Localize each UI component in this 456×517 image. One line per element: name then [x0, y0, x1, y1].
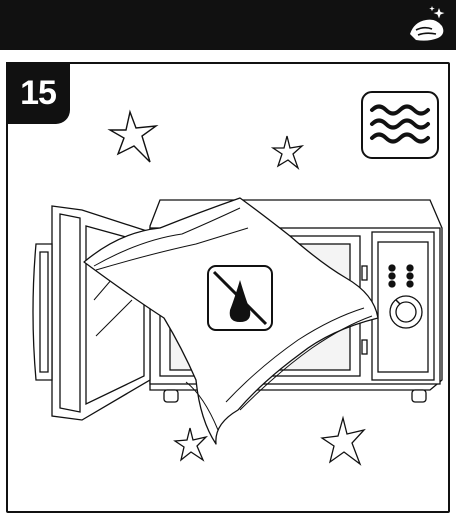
header-bar — [0, 0, 456, 50]
cleaning-sparkle-icon — [410, 6, 445, 41]
sparkle-icon — [173, 427, 209, 462]
sparkle-icon — [107, 109, 159, 163]
sparkle-icon — [320, 415, 366, 466]
step-number: 15 — [6, 62, 70, 124]
no-liquid-drop-icon — [207, 265, 273, 331]
microwave-waves-icon — [361, 91, 439, 159]
sparkle-icon — [270, 135, 305, 170]
